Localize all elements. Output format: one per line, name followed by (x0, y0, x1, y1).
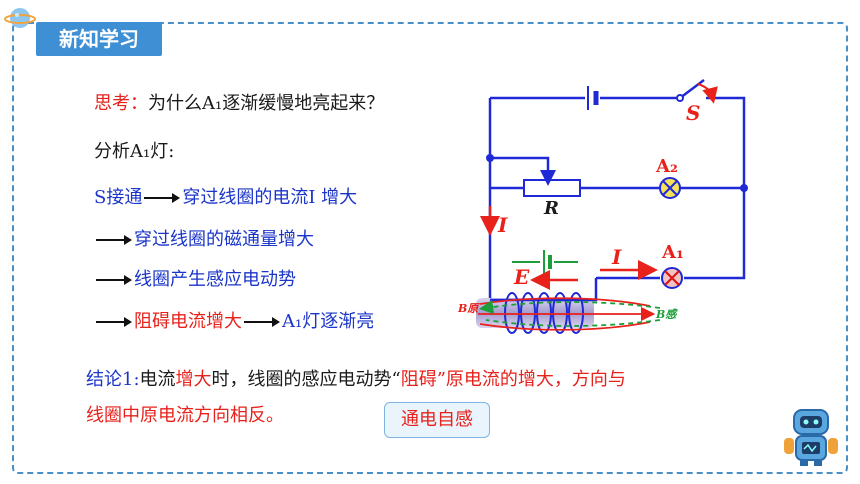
chain-line-3: 线圈产生感应电动势 (94, 268, 296, 292)
chain-2: 穿过线圈的磁通量增大 (134, 229, 314, 250)
conclusion-line-2: 线圈中原电流方向相反。 (86, 405, 284, 426)
chain-1a: S接通 (94, 187, 143, 208)
chain-line-1: S接通 穿过线圈的电流I 增大 (94, 186, 357, 210)
conclusion-p5: ”原电流的增大，方向与 (436, 369, 626, 390)
chain-1b: 穿过线圈的电流I 增大 (182, 187, 358, 208)
planet-icon (4, 8, 36, 28)
label-resistor: R (543, 198, 559, 219)
conclusion-p1: 电流 (139, 369, 176, 390)
label-b-orig: B原 (457, 302, 480, 315)
question-prefix: 思考： (94, 93, 148, 114)
question-text: 为什么A₁逐渐缓慢地亮起来？ (148, 93, 385, 114)
coil-windings (504, 292, 584, 334)
arrow-icon (144, 193, 181, 203)
label-emf: E (513, 265, 530, 289)
label-a2: A₂ (655, 156, 678, 177)
conclusion-line-1: 结论1:电流增大时，线圈的感应电动势“阻碍”原电流的增大，方向与 (86, 368, 626, 392)
field-lines (478, 297, 661, 331)
question-line: 思考：为什么A₁逐渐缓慢地亮起来？ (94, 92, 384, 116)
slide-frame (12, 22, 848, 474)
analysis-line: 分析A₁灯: (94, 141, 175, 162)
conclusion-label: 结论1: (86, 369, 140, 390)
switch-blade (679, 79, 705, 99)
self-induction-button[interactable]: 通电自感 (384, 402, 490, 438)
robot-mascot-icon (784, 409, 838, 466)
conclusion-p2: 增大 (175, 369, 212, 390)
chain-line-2: 穿过线圈的磁通量增大 (94, 228, 314, 252)
label-b-ind: B感 (655, 308, 678, 321)
arrow-icon (96, 275, 132, 285)
label-current-right: I (611, 245, 622, 269)
chain-4b: A₁灯逐渐亮 (282, 311, 375, 332)
label-a1: A₁ (661, 242, 684, 263)
chain-line-4: 阻碍电流增大 A₁灯逐渐亮 (94, 310, 374, 334)
chain-4a: 阻碍电流增大 (134, 311, 242, 332)
conclusion-p3: 时，线圈的感应电动势“ (211, 369, 401, 390)
arrow-icon (96, 317, 132, 327)
label-current-left: I (497, 213, 508, 237)
resistor (523, 179, 581, 197)
chain-3: 线圈产生感应电动势 (134, 269, 296, 290)
arrow-icon (96, 235, 132, 245)
arrow-icon (244, 317, 280, 327)
section-tag: 新知学习 (36, 22, 162, 56)
conclusion-p4: 阻碍 (400, 369, 437, 390)
label-switch: S (686, 101, 700, 125)
